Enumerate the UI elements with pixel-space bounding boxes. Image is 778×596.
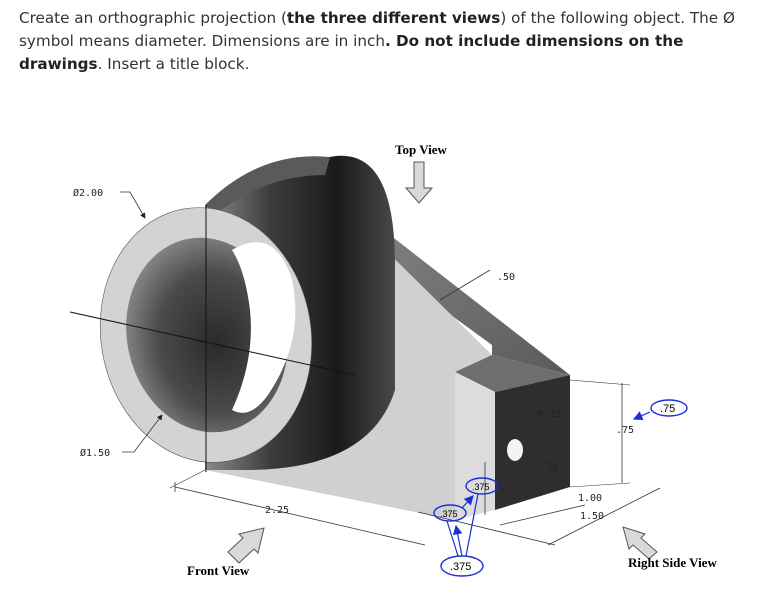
dim-outer-dia: Ø2.00 <box>73 187 103 199</box>
dim-ext-height-b <box>569 482 631 488</box>
instructions-bold-1: the three different views <box>286 9 501 27</box>
bore-opening <box>232 242 296 413</box>
blue-oval-375-a <box>465 477 499 495</box>
dim-web: .50 <box>497 272 515 283</box>
block-side-face <box>495 375 570 510</box>
block-top-face <box>455 355 570 392</box>
center-line-horizontal <box>69 311 356 376</box>
top-view-label: Top View <box>395 142 448 157</box>
dim-hole-dia: Ø.25 <box>537 408 561 420</box>
instructions-part-3: . Insert a title block. <box>97 55 250 73</box>
top-view-arrow-icon <box>404 161 434 204</box>
blue-line-375-c3 <box>465 493 479 557</box>
front-view-arrow-icon <box>227 527 265 564</box>
block-front-face <box>455 372 495 520</box>
blue-oval-75 <box>650 399 688 417</box>
blue-arrow-375-c2 <box>452 524 463 557</box>
blue-label-375-b: .375 <box>440 509 458 519</box>
dim-hole-pos: .75 <box>540 462 558 473</box>
blue-line-375-c1 <box>446 520 459 557</box>
leader-inner-dia <box>122 414 163 453</box>
leader-hole-dia <box>514 417 540 433</box>
dim-depth-150: 1.50 <box>580 511 604 522</box>
right-view-arrow-icon <box>622 526 658 560</box>
dim-ext-height-a <box>569 379 631 386</box>
right-view-label: Right Side View <box>628 555 717 570</box>
blue-oval-375-b <box>433 504 467 522</box>
dim-height-75: .75 <box>616 425 634 436</box>
blue-label-375-a: .375 <box>472 482 490 492</box>
block-hole <box>507 439 523 461</box>
blue-label-75: .75 <box>660 403 675 415</box>
dim-length: 2.25 <box>265 505 289 516</box>
instructions-part-1: Create an orthographic projection ( <box>19 9 287 27</box>
dim-line-depth-b <box>499 504 586 526</box>
blue-label-375-c: .375 <box>450 561 471 573</box>
instructions-text: Create an orthographic projection (the t… <box>19 7 759 76</box>
dim-height-100: 1.00 <box>578 493 602 504</box>
dim-line-web <box>439 269 491 301</box>
dim-ext-length-b <box>169 469 206 489</box>
instructions-bold-2: . Do not include dimensions on the drawi… <box>19 32 684 73</box>
dim-line-depth-c <box>547 487 661 546</box>
front-view-label: Front View <box>187 563 250 578</box>
cylinder-top-edge <box>205 156 330 215</box>
leader-outer-dia <box>120 191 146 219</box>
dim-inner-dia: Ø1.50 <box>80 447 110 459</box>
dim-line-depth-a <box>417 511 556 546</box>
blue-arrow-375-b <box>461 495 474 509</box>
blue-arrow-75 <box>632 411 651 421</box>
instructions-part-2: ) of the following object. The Ø symbol … <box>19 9 735 50</box>
dim-line-hole-pos <box>519 461 561 471</box>
dim-line-length <box>174 486 426 546</box>
